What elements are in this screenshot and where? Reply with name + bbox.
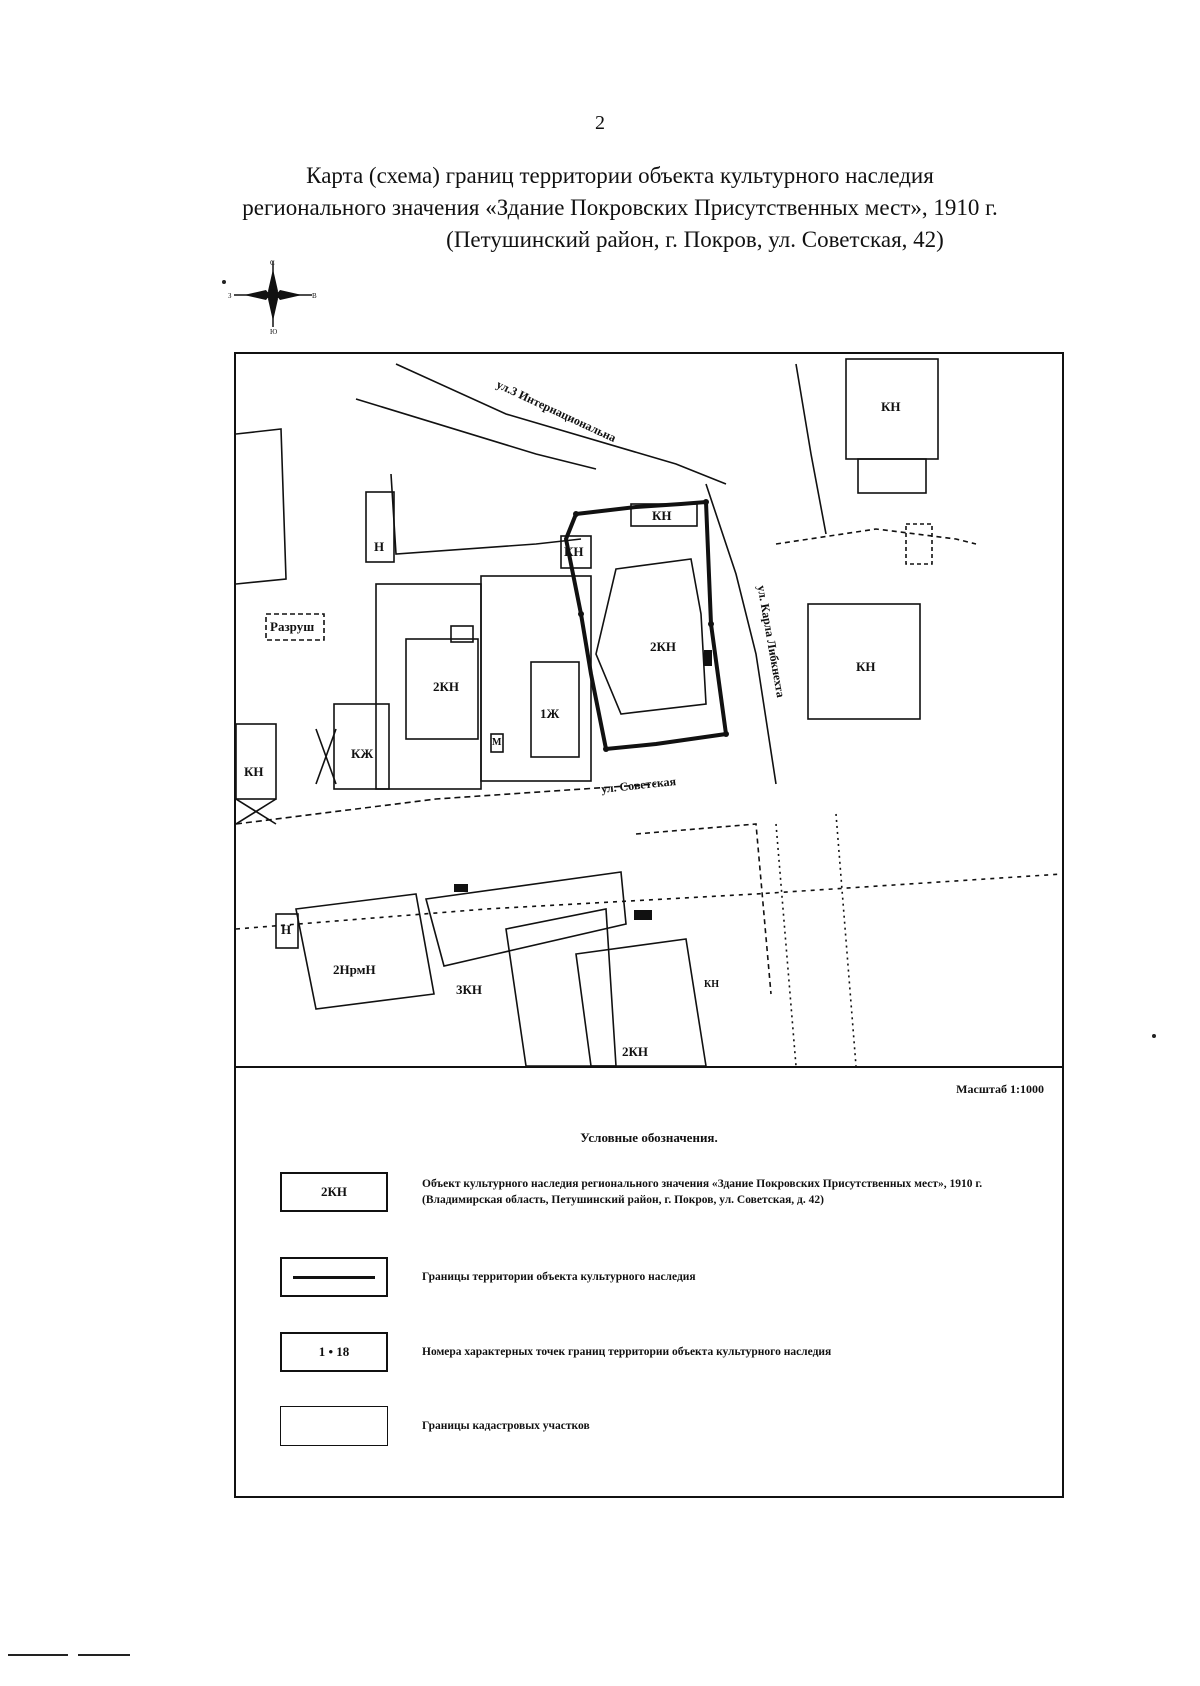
boundary-point <box>578 611 584 617</box>
title-line-1: Карта (схема) границ территории объекта … <box>306 163 934 188</box>
boundary-point <box>603 746 609 752</box>
boundary-marker <box>454 884 468 892</box>
svg-text:Ю: Ю <box>270 328 277 335</box>
label-object-2kn: 2КН <box>650 639 677 654</box>
label-3kn: 3КН <box>456 982 483 997</box>
title-line-2: регионального значения «Здание Покровски… <box>242 195 998 220</box>
label-kn-top-right: КН <box>881 399 901 414</box>
boundary-point <box>708 621 714 627</box>
map-scale: Масштаб 1:1000 <box>956 1082 1044 1096</box>
building-object-left-kn <box>560 535 592 569</box>
legend-symbol-object: 2КН <box>280 1172 388 1212</box>
boundary-point <box>703 499 709 505</box>
boundary-points <box>454 499 729 920</box>
street-edge-karla-libknekhta-left <box>705 483 777 785</box>
scan-speck <box>1152 1034 1156 1038</box>
parcel-left-edge <box>236 428 287 585</box>
building-n-bottom <box>275 913 299 949</box>
legend-item-cadastral: Границы кадастровых участков <box>280 1406 1040 1450</box>
map-drawing <box>236 358 1062 1066</box>
parcel-line <box>390 473 582 555</box>
building-object-top-kn <box>630 503 698 527</box>
parcel-right <box>775 528 977 545</box>
boundary-marker <box>634 910 652 920</box>
street-edge-internationalnaya-1 <box>395 363 727 485</box>
page-title: Карта (схема) границ территории объекта … <box>150 160 1090 256</box>
label-kn-small-bottom: КН <box>704 979 720 990</box>
building-small-right <box>905 523 933 565</box>
label-2kn-bottom: 2КН <box>622 1044 649 1059</box>
hatched-mark-kzh-2 <box>315 728 337 785</box>
parcel-dotted-vertical-1 <box>775 823 797 1066</box>
svg-text:С: С <box>270 259 275 267</box>
legend-item-points: 1 • 18 Номера характерных точек границ т… <box>280 1332 1040 1376</box>
building-kn-top-right-annex <box>857 458 927 494</box>
label-n: Н <box>374 539 385 554</box>
compass-rose-icon: С Ю З В <box>228 259 317 335</box>
legend-text-cadastral: Границы кадастровых участков <box>422 1420 590 1432</box>
label-kn-object-left: КН <box>564 544 584 559</box>
title-line-3: (Петушинский район, г. Покров, ул. Совет… <box>446 227 944 252</box>
label-kn-object-top: КН <box>652 508 672 523</box>
boundary-point <box>723 731 729 737</box>
boundary-marker <box>704 650 712 666</box>
building-n <box>365 491 395 563</box>
building-1zh <box>530 661 580 758</box>
building-left-2kn <box>405 638 479 740</box>
legend-item-object: 2КН Объект культурного наследия регионал… <box>280 1172 1040 1228</box>
label-2nrmn: 2НрмН <box>333 962 376 977</box>
parcel-left <box>375 583 482 790</box>
legend-text-object: Объект культурного наследия региональног… <box>422 1178 983 1206</box>
building-m <box>490 733 504 753</box>
label-left-2kn: 2КН <box>433 679 460 694</box>
label-kzh: КЖ <box>351 746 374 761</box>
cadastral-map[interactable]: ул.3 Интернациональна ул. Советская ул. … <box>236 354 1062 1066</box>
legend-symbol-boundary <box>280 1257 388 1297</box>
building-2nrmn <box>295 893 435 1010</box>
parcel-dotted-vertical-2 <box>835 813 857 1066</box>
svg-text:З: З <box>228 292 232 300</box>
building-left-2kn-annex <box>450 625 474 643</box>
boundary-point <box>573 511 579 517</box>
building-kn-far-left <box>236 723 277 800</box>
building-object-2kn <box>595 558 707 715</box>
legend-symbol-cadastral <box>280 1406 388 1446</box>
scan-speck <box>222 280 226 284</box>
building-kzh <box>333 703 390 790</box>
hatched-mark-far-left-2 <box>236 798 277 825</box>
parcel-bottom-right <box>635 823 772 995</box>
footer-rule <box>8 1654 68 1656</box>
building-kn-right <box>807 603 921 720</box>
page-number: 2 <box>595 112 605 134</box>
svg-text:В: В <box>312 292 317 300</box>
label-m: М <box>492 737 502 748</box>
street-edge-sovetskaya-upper <box>236 783 657 825</box>
label-kn-right: КН <box>856 659 876 674</box>
label-n-bottom: Н <box>281 922 292 937</box>
legend-text-points: Номера характерных точек границ территор… <box>422 1346 832 1358</box>
building-razrushen <box>265 613 325 641</box>
legend-title: Условные обозначения. <box>580 1130 718 1145</box>
legend-text-boundary: Границы территории объекта культурного н… <box>422 1271 696 1283</box>
parcel-middle <box>480 575 592 782</box>
label-1zh: 1Ж <box>540 706 560 721</box>
building-bottom-right <box>575 938 707 1066</box>
street-edge-karla-libknekhta-right <box>795 363 827 535</box>
building-2kn-bottom <box>505 908 617 1066</box>
legend-item-boundary: Границы территории объекта культурного н… <box>280 1257 1040 1301</box>
label-kn-far-left: КН <box>244 764 264 779</box>
footer-rule <box>78 1654 130 1656</box>
building-3kn <box>424 871 627 967</box>
legend-symbol-points: 1 • 18 <box>280 1332 388 1372</box>
legend-separator <box>236 1066 1062 1068</box>
label-razrushen: Разруш <box>270 619 315 634</box>
map-frame: ул.3 Интернациональна ул. Советская ул. … <box>234 352 1064 1498</box>
boundary-line-icon <box>293 1275 375 1279</box>
street-edge-internationalnaya-2 <box>355 398 597 470</box>
